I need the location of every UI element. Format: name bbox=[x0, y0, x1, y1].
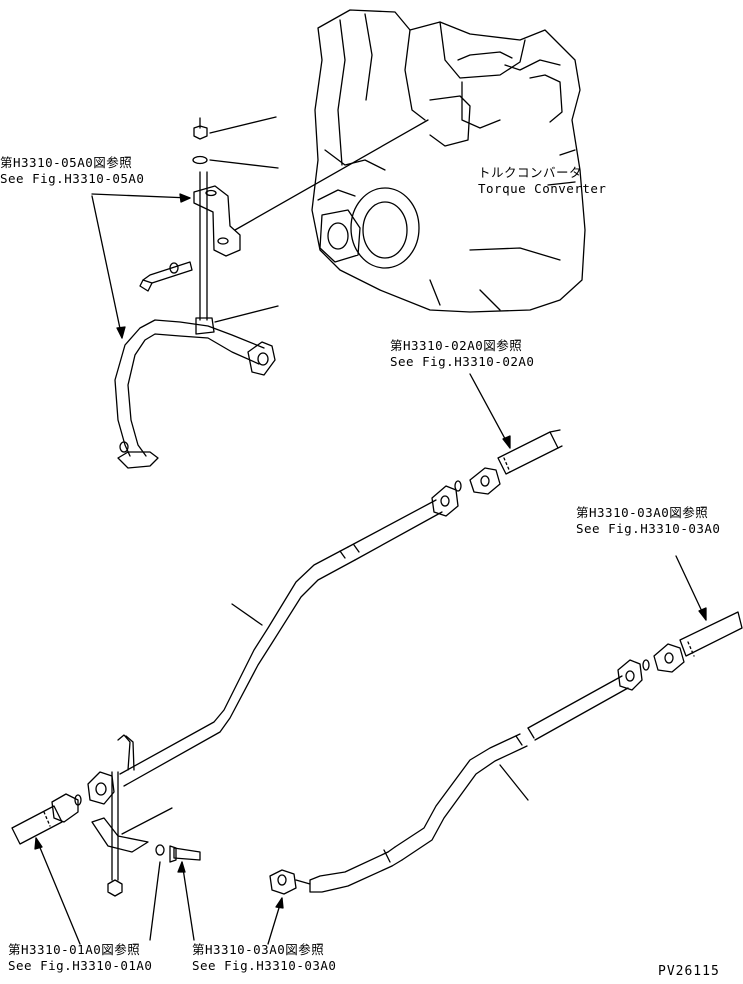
torque-converter-label-en: Torque Converter bbox=[478, 181, 607, 196]
flange-lower-right bbox=[617, 659, 643, 691]
lower-right-pipe-assembly bbox=[267, 555, 743, 945]
flange-left bbox=[87, 771, 115, 805]
ref-label-02a0: 第H3310-02A0図参照 See Fig.H3310-02A0 bbox=[390, 338, 534, 370]
mount-bracket bbox=[193, 185, 241, 257]
washer-top bbox=[192, 155, 208, 165]
ref-label-03a0-bottom-en: See Fig.H3310-03A0 bbox=[192, 958, 337, 973]
ref-label-03a0-right-en: See Fig.H3310-03A0 bbox=[576, 521, 721, 536]
ref-label-05a0: 第H3310-05A0図参照 See Fig.H3310-05A0 bbox=[0, 155, 144, 187]
ref-label-03a0-bottom: 第H3310-03A0図参照 See Fig.H3310-03A0 bbox=[192, 942, 336, 974]
end-fitting bbox=[269, 869, 297, 895]
torque-converter-housing bbox=[311, 9, 586, 313]
ref-label-03a0-bottom-jp: 第H3310-03A0図参照 bbox=[192, 942, 325, 957]
flange-upper-right bbox=[247, 341, 276, 376]
hose-lower-right bbox=[679, 611, 743, 657]
ref-label-02a0-en: See Fig.H3310-02A0 bbox=[390, 354, 535, 369]
pipe-clip bbox=[195, 317, 215, 335]
ref-05a0-arrows bbox=[91, 193, 191, 339]
ref-label-03a0-right: 第H3310-03A0図参照 See Fig.H3310-03A0 bbox=[576, 505, 720, 537]
ref-label-05a0-en: See Fig.H3310-05A0 bbox=[0, 171, 145, 186]
support-bracket bbox=[91, 817, 149, 853]
torque-converter-label: トルクコンバータ Torque Converter bbox=[478, 165, 606, 197]
bottom-fitting bbox=[117, 451, 159, 469]
ref-label-03a0-right-jp: 第H3310-03A0図参照 bbox=[576, 505, 709, 520]
ref-label-01a0-jp: 第H3310-01A0図参照 bbox=[8, 942, 141, 957]
flange-middle bbox=[431, 485, 459, 517]
middle-pipe-assembly bbox=[11, 373, 563, 945]
bolt-upper bbox=[142, 261, 193, 284]
ref-label-01a0-en: See Fig.H3310-01A0 bbox=[8, 958, 153, 973]
ref-label-01a0: 第H3310-01A0図参照 See Fig.H3310-01A0 bbox=[8, 942, 152, 974]
torque-converter-label-jp: トルクコンバータ bbox=[478, 165, 583, 180]
drawing-code: PV26115 bbox=[658, 964, 720, 979]
hose-lower-left bbox=[11, 805, 63, 845]
ref-label-02a0-jp: 第H3310-02A0図参照 bbox=[390, 338, 523, 353]
upper-pipe-assembly bbox=[114, 116, 279, 469]
ref-label-05a0-jp: 第H3310-05A0図参照 bbox=[0, 155, 133, 170]
mount-leader-line bbox=[234, 119, 429, 231]
